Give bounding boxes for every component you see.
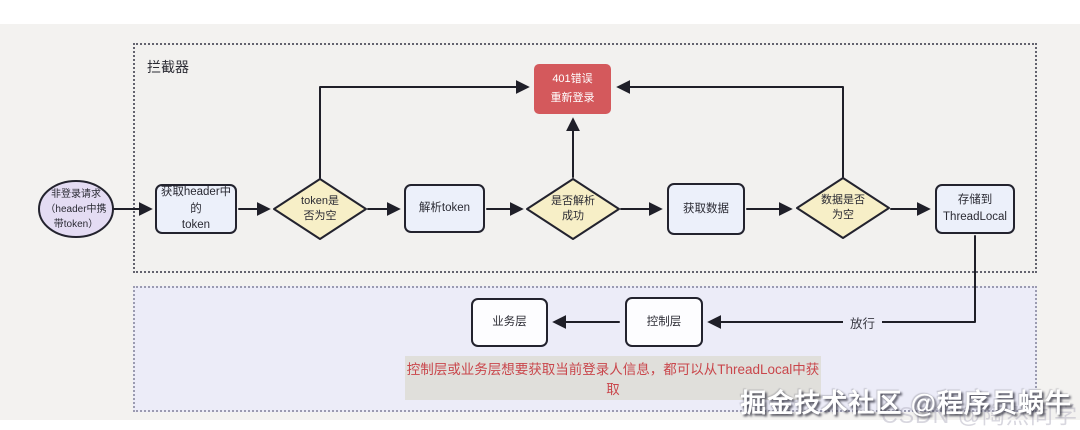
node-controller-layer: 控制层 [625, 297, 703, 347]
node-get-token: 获取header中的 token [155, 184, 237, 234]
community-watermark: 掘金技术社区 @程序员蜗牛 [740, 388, 1072, 418]
threadlocal-note: 控制层或业务层想要获取当前登录人信息，都可以从ThreadLocal中获取 [405, 356, 821, 400]
node-error-401: 401错误 重新登录 [534, 64, 611, 114]
csdn-watermark: CSDN @陶然同学 [881, 402, 1078, 428]
node-data-empty: 数据是否 为空 [821, 193, 865, 221]
node-parse-ok: 是否解析 成功 [551, 194, 595, 222]
node-service-layer: 业务层 [471, 298, 548, 347]
node-store-threadlocal: 存储到 ThreadLocal [935, 184, 1015, 234]
release-edge-label: 放行 [843, 313, 883, 332]
node-parse-token: 解析token [404, 184, 485, 233]
interceptor-region-label: 拦截器 [147, 59, 189, 75]
node-get-data: 获取数据 [667, 183, 745, 235]
node-token-empty: token是 否为空 [301, 194, 339, 222]
node-start: 非登录请求 （header中携 带token） [45, 188, 107, 230]
